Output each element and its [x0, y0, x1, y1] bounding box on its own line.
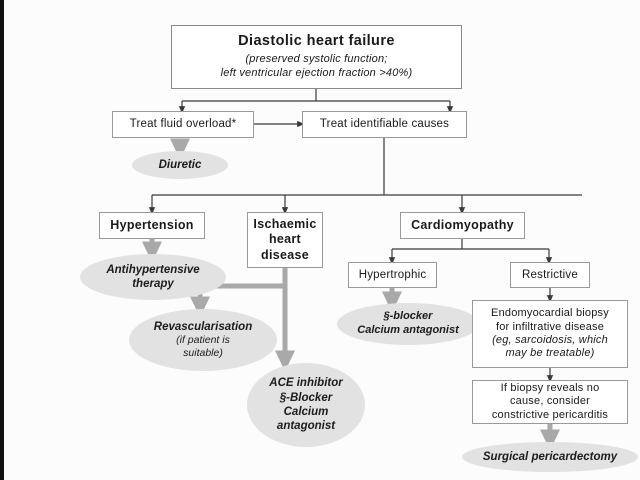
ace-line-2: §-Blocker — [279, 391, 333, 404]
hypertrophic-label: Hypertrophic — [358, 268, 427, 281]
betablocker-line-1: §-blocker — [383, 310, 433, 323]
root-heading: Diastolic heart failure — [238, 33, 395, 50]
antihypertensive-line-2: therapy — [132, 278, 174, 290]
betablocker-line-2: Calcium antagonist — [357, 324, 459, 336]
root-subtitle-line-1: (preserved systolic function; — [245, 53, 388, 66]
biopsy-line-2: for infiltrative disease — [495, 320, 605, 333]
biopsy-note-2: may be treatable) — [505, 347, 595, 360]
biopsy-note-1: (eg, sarcoidosis, which — [492, 334, 608, 346]
node-hypertension[interactable]: Hypertension — [99, 212, 205, 239]
node-beta-blocker-calcium-antagonist[interactable]: §-blocker Calcium antagonist — [337, 303, 479, 345]
diuretic-label: Diuretic — [158, 158, 202, 171]
cardiomyopathy-label: Cardiomyopathy — [411, 217, 514, 232]
ischaemic-line-1: Ischaemic — [253, 217, 317, 232]
constrictive-line-2: cause, consider — [509, 395, 591, 408]
restrictive-label: Restrictive — [522, 268, 578, 281]
revascularisation-note-1: (if patient is — [176, 334, 230, 347]
hypertension-label: Hypertension — [110, 217, 194, 232]
node-constrictive-pericarditis[interactable]: If biopsy reveals no cause, consider con… — [472, 380, 628, 424]
constrictive-line-3: constrictive pericarditis — [491, 408, 609, 421]
ace-line-3: Calcium — [283, 406, 329, 418]
node-endomyocardial-biopsy[interactable]: Endomyocardial biopsy for infiltrative d… — [472, 300, 628, 368]
root-subtitle-line-2: left ventricular ejection fraction >40%) — [220, 67, 413, 80]
node-diuretic[interactable]: Diuretic — [132, 151, 228, 179]
node-revascularisation[interactable]: Revascularisation (if patient is suitabl… — [129, 309, 277, 371]
node-restrictive[interactable]: Restrictive — [510, 262, 590, 288]
ace-line-4: antagonist — [276, 420, 336, 433]
pericardectomy-label: Surgical pericardectomy — [482, 450, 618, 463]
node-ace-inhibitor[interactable]: ACE inhibitor §-Blocker Calcium antagoni… — [247, 363, 365, 447]
node-treat-identifiable-causes[interactable]: Treat identifiable causes — [302, 111, 467, 138]
revascularisation-line-1: Revascularisation — [153, 320, 253, 333]
causes-label: Treat identifiable causes — [319, 118, 450, 131]
node-surgical-pericardectomy[interactable]: Surgical pericardectomy — [462, 442, 638, 472]
biopsy-line-1: Endomyocardial biopsy — [491, 307, 609, 320]
antihypertensive-line-1: Antihypertensive — [106, 263, 200, 276]
node-ischaemic-heart-disease[interactable]: Ischaemic heart disease — [247, 212, 323, 268]
node-treat-fluid-overload[interactable]: Treat fluid overload* — [112, 111, 254, 138]
revascularisation-note-2: suitable) — [183, 347, 223, 360]
node-antihypertensive-therapy[interactable]: Antihypertensive therapy — [80, 254, 226, 300]
node-hypertrophic[interactable]: Hypertrophic — [348, 262, 437, 288]
fluid-label: Treat fluid overload* — [129, 118, 237, 131]
node-diastolic-heart-failure[interactable]: Diastolic heart failure (preserved systo… — [171, 25, 462, 89]
node-cardiomyopathy[interactable]: Cardiomyopathy — [400, 212, 525, 239]
constrictive-line-1: If biopsy reveals no — [500, 381, 600, 394]
ischaemic-line-3: disease — [261, 247, 309, 262]
ischaemic-line-2: heart — [268, 232, 302, 247]
ace-line-1: ACE inhibitor — [269, 377, 343, 390]
